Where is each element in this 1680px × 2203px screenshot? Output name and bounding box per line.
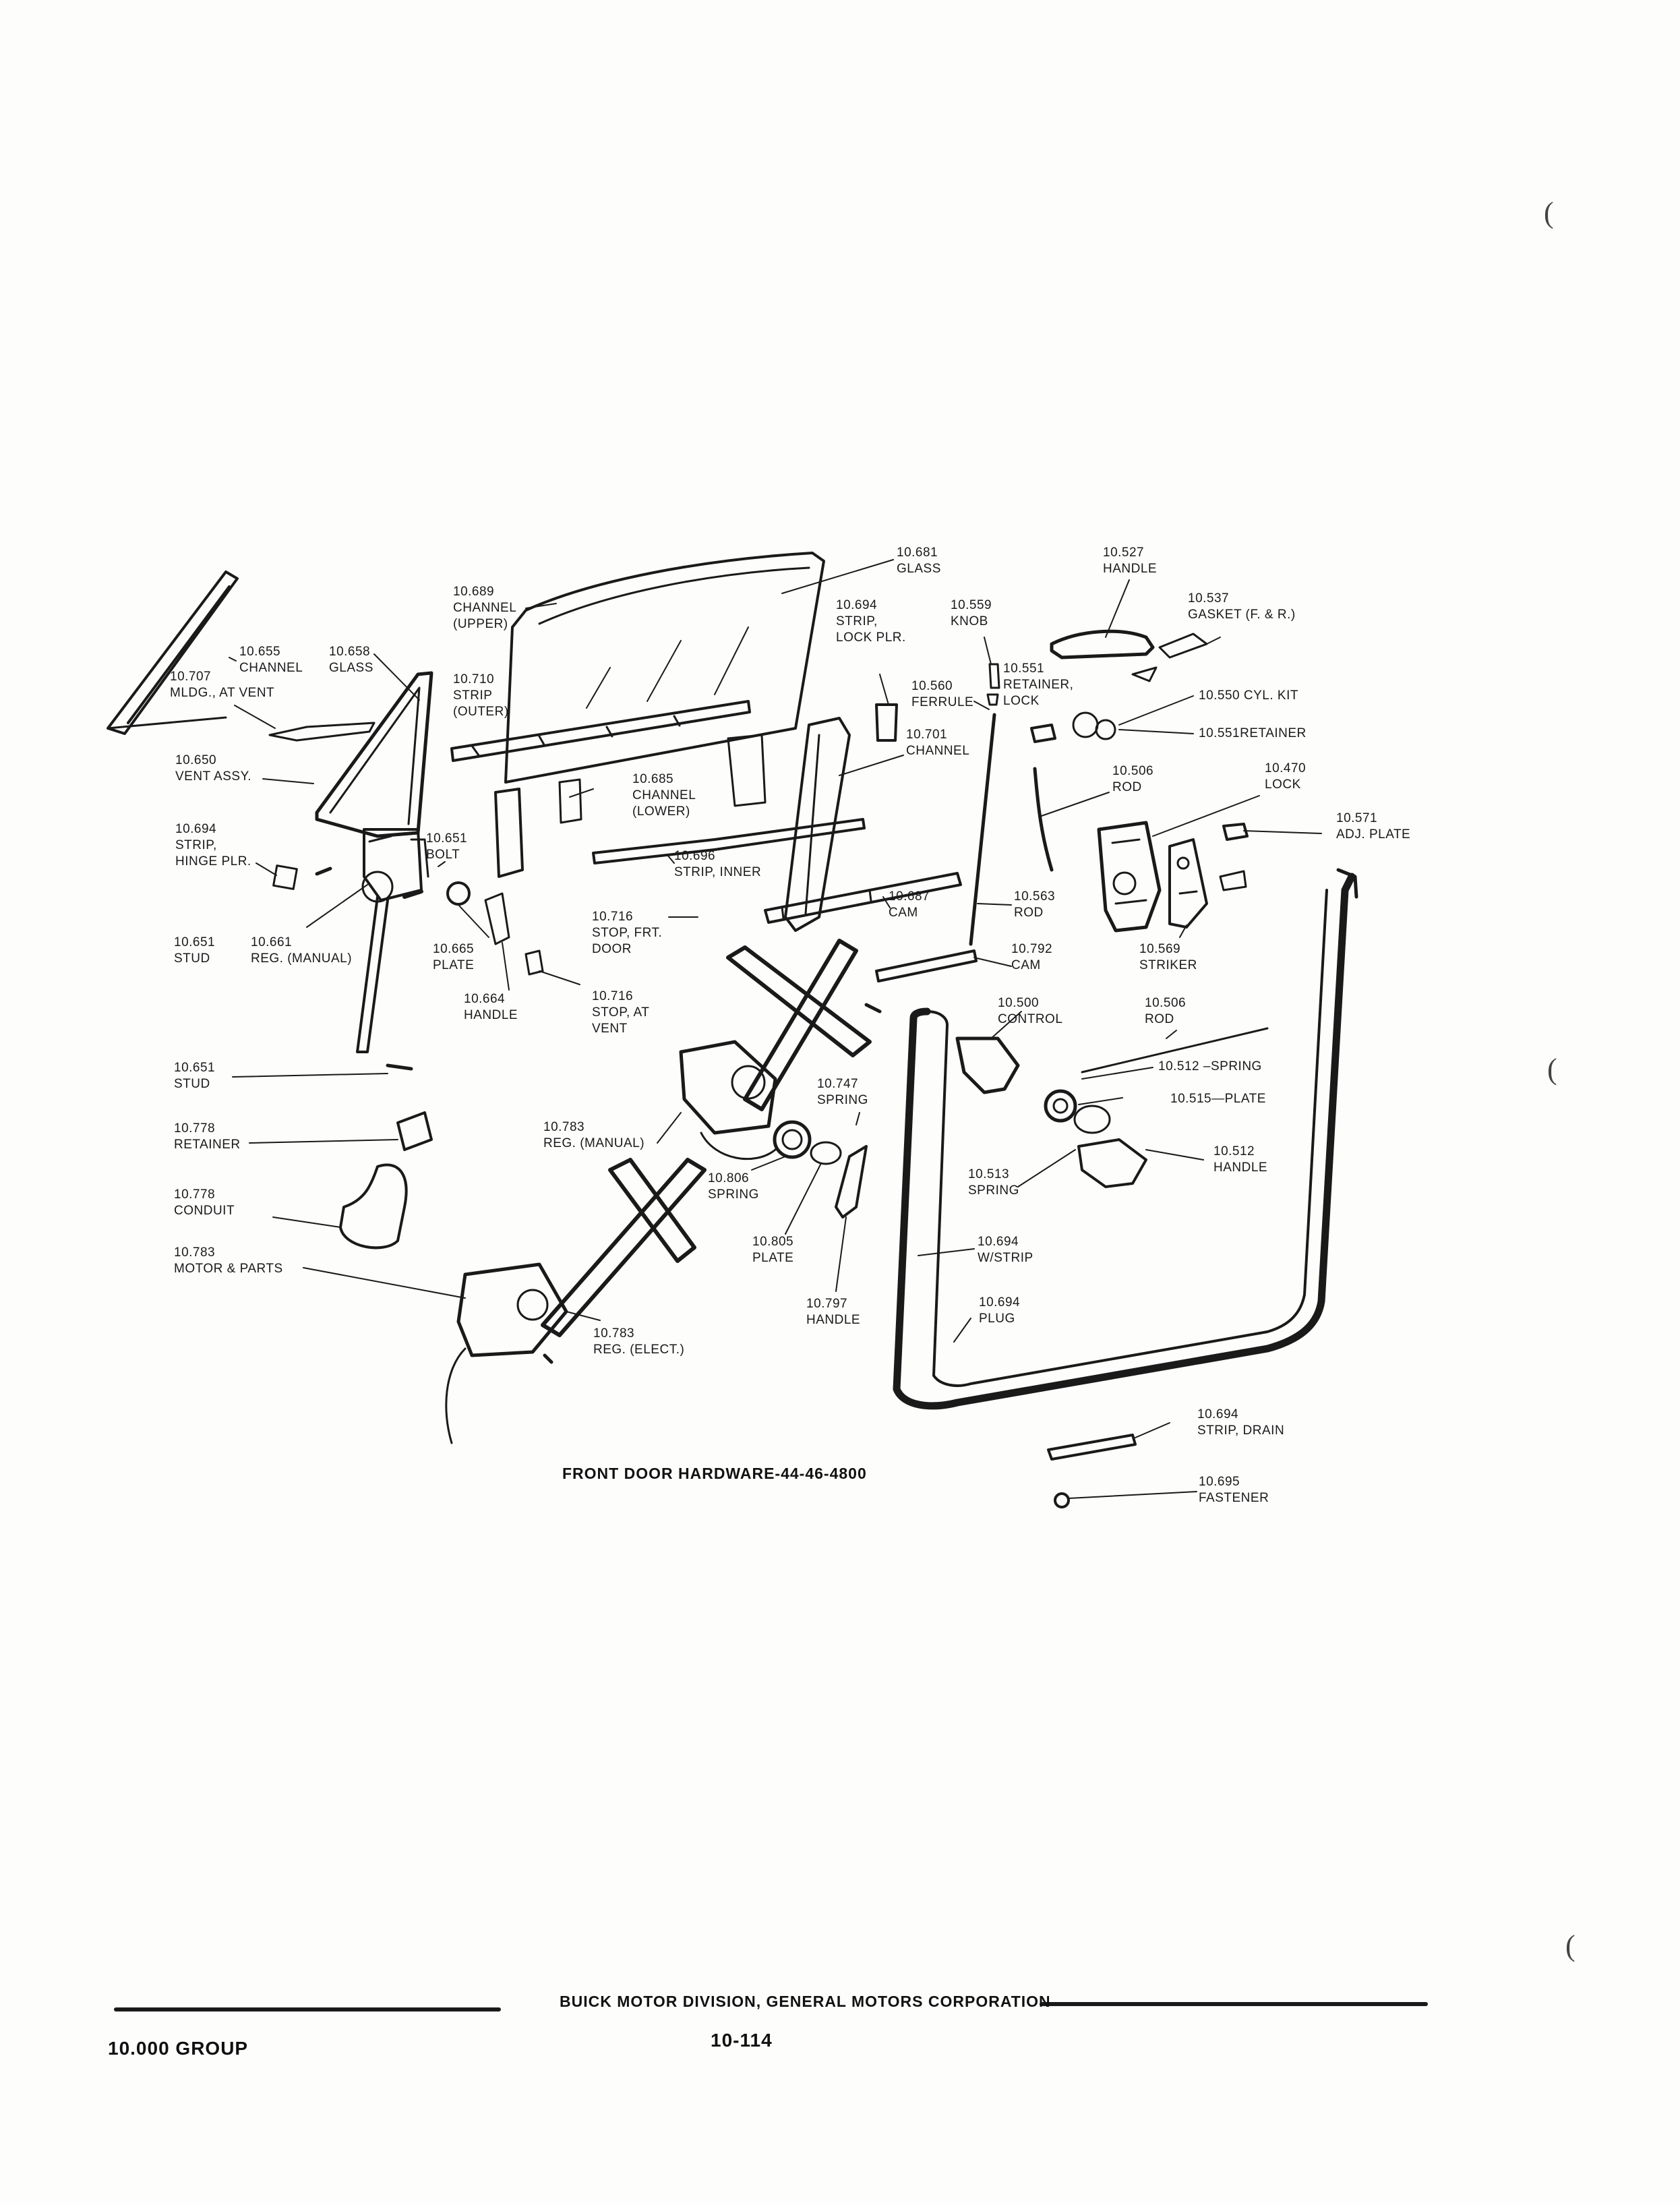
vent-assembly-part	[268, 671, 433, 838]
rear-channel-part	[784, 717, 851, 932]
callout-cylinder-kit: 10.550 CYL. KIT	[1199, 688, 1298, 703]
margin-mark-bottom: (	[1565, 1929, 1576, 1962]
leader-lines	[229, 559, 1322, 1499]
group-label: 10.000 GROUP	[108, 2038, 249, 2059]
lock-knob-part	[969, 663, 1054, 946]
adjustment-plate-part	[1219, 823, 1249, 891]
electric-window-regulator-part	[386, 1063, 707, 1444]
striker-part	[1168, 838, 1208, 929]
outside-handle-part	[1050, 629, 1208, 682]
lock-pillar-strip-part	[875, 703, 898, 742]
vent-molding-part	[107, 570, 239, 735]
inside-door-handle-part	[1044, 1089, 1147, 1188]
door-lock-part	[1097, 821, 1162, 933]
callout-handle-plate: 10.515—PLATE	[1170, 1092, 1266, 1106]
door-weatherstrip-part	[893, 868, 1358, 1410]
manual-window-regulator-part	[679, 939, 872, 1161]
drain-strip-part	[1047, 1434, 1137, 1508]
vent-regulator-part	[272, 828, 429, 1053]
figure-caption: FRONT DOOR HARDWARE-44-46-4800	[562, 1465, 867, 1482]
callout-retainer: 10.551RETAINER	[1199, 726, 1307, 740]
callout-control-spring: 10.512 –SPRING	[1158, 1059, 1262, 1074]
cam-part	[764, 872, 962, 924]
conduit-part	[339, 1111, 433, 1250]
corporation-name: BUICK MOTOR DIVISION, GENERAL MOTORS COR…	[560, 1993, 1051, 2010]
inner-strip-part	[592, 818, 866, 864]
lower-cam-part	[875, 949, 978, 982]
lock-cylinder-part	[1030, 711, 1116, 743]
remote-control-part	[864, 1003, 1269, 1094]
margin-mark-middle: (	[1547, 1053, 1557, 1086]
window-glass-part	[504, 552, 825, 784]
page-number: 10-114	[711, 2030, 773, 2051]
upper-channel-part	[450, 700, 751, 762]
margin-mark-top: (	[1544, 196, 1554, 229]
lower-channel-part	[494, 734, 767, 878]
